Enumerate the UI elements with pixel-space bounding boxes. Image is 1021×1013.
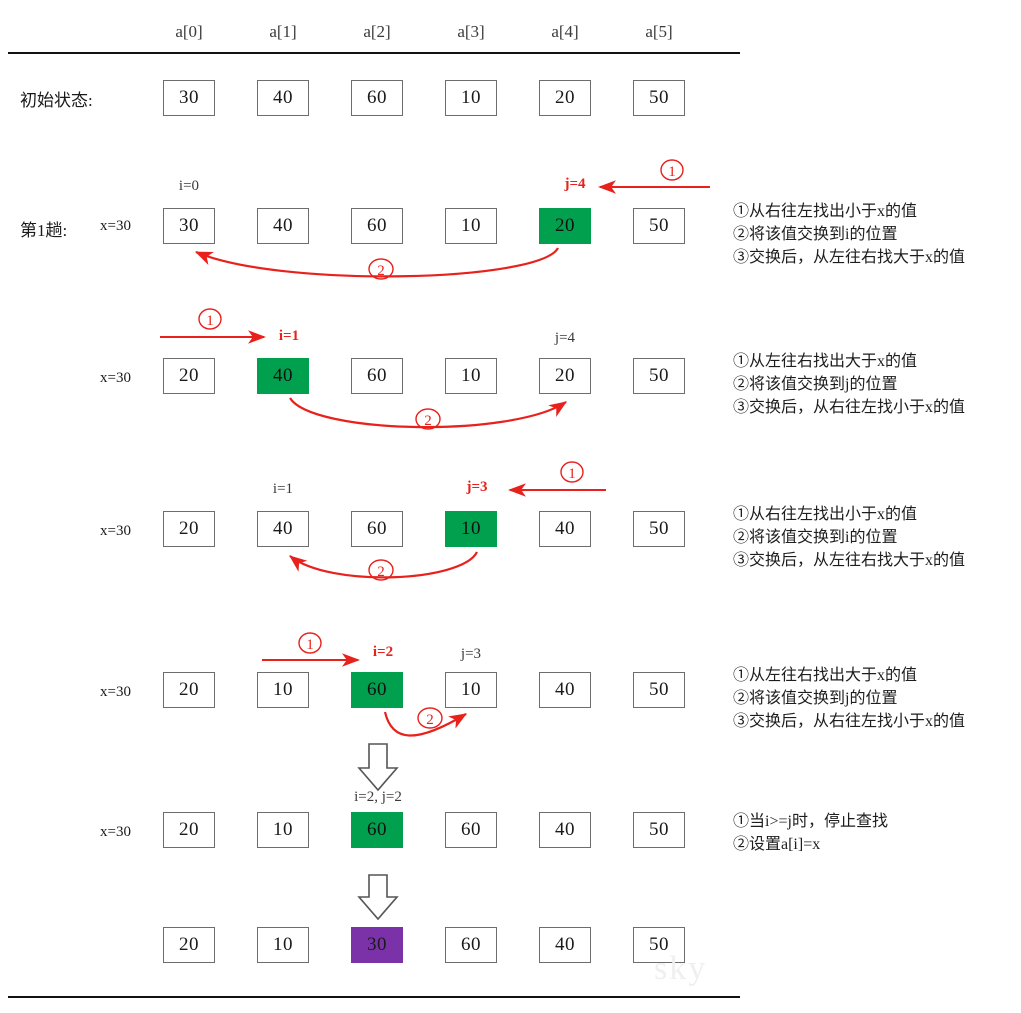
- cell-r6-c4: 40: [539, 927, 591, 963]
- column-header-a5: a[5]: [645, 22, 673, 41]
- column-header-a0: a[0]: [175, 22, 203, 41]
- cell-r3-c5: 50: [633, 511, 685, 547]
- arrow-row3-step1: 1: [508, 461, 606, 497]
- svg-text:1: 1: [206, 313, 214, 329]
- cell-r4-c3: 10: [445, 672, 497, 708]
- marker-i-r2: i=1: [278, 328, 300, 344]
- column-header-a3: a[3]: [457, 22, 485, 41]
- marker-i-r3: i=1: [272, 481, 294, 497]
- cell-r6-c0: 20: [163, 927, 215, 963]
- note-r5-line2: ②设置a[i]=x: [733, 836, 821, 853]
- down-arrow-step4-to-step5: [357, 743, 399, 792]
- cell-r3-c3-highlight: 10: [445, 511, 497, 547]
- cell-r0-c4: 20: [539, 80, 591, 116]
- cell-r5-c1: 10: [257, 812, 309, 848]
- svg-text:2: 2: [426, 712, 434, 728]
- cell-r3-c4: 40: [539, 511, 591, 547]
- arrow-row3-step2: 2: [289, 551, 478, 581]
- note-r3-line2: ②将该值交换到i的位置: [733, 529, 898, 546]
- cell-r0-c1: 40: [257, 80, 309, 116]
- cell-r5-c2-highlight: 60: [351, 812, 403, 848]
- cell-r3-c2: 60: [351, 511, 403, 547]
- note-r1-line3: ③交换后，从左往右找大于x的值: [733, 249, 966, 266]
- row-x-pass1-step1: x=30: [100, 218, 131, 234]
- down-arrow-step5-to-result: [357, 874, 399, 921]
- arrow-row4-step1: 1: [262, 632, 360, 667]
- cell-r6-c5: 50: [633, 927, 685, 963]
- row-x-pass1-step2: x=30: [100, 370, 131, 386]
- svg-text:2: 2: [424, 413, 432, 429]
- row-label-initial: 初始状态:: [20, 91, 93, 110]
- column-header-a4: a[4]: [551, 22, 579, 41]
- marker-i-r1: i=0: [178, 178, 200, 194]
- note-r4-line2: ②将该值交换到j的位置: [733, 690, 898, 707]
- cell-r1-c2: 60: [351, 208, 403, 244]
- arrow-row4-step2: 2: [383, 707, 467, 737]
- note-r4-line1: ①从左往右找出大于x的值: [733, 667, 918, 684]
- note-r5-line1: ①当i>=j时，停止查找: [733, 813, 888, 830]
- footer-divider-rule: [8, 996, 740, 998]
- cell-r4-c2-highlight: 60: [351, 672, 403, 708]
- svg-text:1: 1: [668, 164, 676, 180]
- marker-i-r4: i=2: [372, 644, 394, 660]
- cell-r1-c3: 10: [445, 208, 497, 244]
- cell-r1-c0: 30: [163, 208, 215, 244]
- svg-text:1: 1: [306, 637, 314, 653]
- row-x-pass1-step3: x=30: [100, 523, 131, 539]
- cell-r2-c0: 20: [163, 358, 215, 394]
- cell-r2-c5: 50: [633, 358, 685, 394]
- note-r2-line1: ①从左往右找出大于x的值: [733, 353, 918, 370]
- cell-r0-c2: 60: [351, 80, 403, 116]
- cell-r0-c3: 10: [445, 80, 497, 116]
- row-x-pass1-step5: x=30: [100, 824, 131, 840]
- cell-r6-c2-pivot: 30: [351, 927, 403, 963]
- note-r3-line3: ③交换后，从左往右找大于x的值: [733, 552, 966, 569]
- column-header-a1: a[1]: [269, 22, 297, 41]
- cell-r0-c0: 30: [163, 80, 215, 116]
- note-r2-line2: ②将该值交换到j的位置: [733, 376, 898, 393]
- cell-r3-c0: 20: [163, 511, 215, 547]
- marker-j-r4: j=3: [460, 646, 482, 662]
- cell-r5-c5: 50: [633, 812, 685, 848]
- marker-j-r1: j=4: [564, 176, 586, 192]
- note-r1-line1: ①从右往左找出小于x的值: [733, 203, 918, 220]
- watermark-text: sky: [654, 950, 708, 987]
- cell-r6-c3: 60: [445, 927, 497, 963]
- note-r2-line3: ③交换后，从右往左找小于x的值: [733, 399, 966, 416]
- marker-j-r3: j=3: [466, 479, 488, 495]
- cell-r2-c2: 60: [351, 358, 403, 394]
- cell-r0-c5: 50: [633, 80, 685, 116]
- note-r4-line3: ③交换后，从右往左找小于x的值: [733, 713, 966, 730]
- svg-text:2: 2: [377, 263, 385, 279]
- cell-r1-c4-highlight: 20: [539, 208, 591, 244]
- svg-text:2: 2: [377, 564, 385, 580]
- cell-r2-c1-highlight: 40: [257, 358, 309, 394]
- row-label-pass1: 第1趟:: [20, 221, 68, 240]
- note-r1-line2: ②将该值交换到i的位置: [733, 226, 898, 243]
- cell-r5-c0: 20: [163, 812, 215, 848]
- cell-r4-c1: 10: [257, 672, 309, 708]
- cell-r5-c3: 60: [445, 812, 497, 848]
- cell-r5-c4: 40: [539, 812, 591, 848]
- cell-r1-c1: 40: [257, 208, 309, 244]
- arrow-row2-step1: 1: [160, 308, 266, 344]
- cell-r1-c5: 50: [633, 208, 685, 244]
- arrow-row1-step2: 2: [194, 247, 559, 280]
- cell-r4-c4: 40: [539, 672, 591, 708]
- cell-r4-c0: 20: [163, 672, 215, 708]
- column-header-a2: a[2]: [363, 22, 391, 41]
- cell-r2-c4: 20: [539, 358, 591, 394]
- arrow-row2-step2: 2: [289, 397, 567, 430]
- marker-ij-r5: i=2, j=2: [354, 789, 402, 805]
- cell-r2-c3: 10: [445, 358, 497, 394]
- arrow-row1-step1: 1: [598, 159, 710, 194]
- header-divider-rule: [8, 52, 740, 54]
- cell-r4-c5: 50: [633, 672, 685, 708]
- marker-j-r2: j=4: [554, 330, 576, 346]
- svg-text:1: 1: [568, 466, 576, 482]
- cell-r3-c1: 40: [257, 511, 309, 547]
- note-r3-line1: ①从右往左找出小于x的值: [733, 506, 918, 523]
- cell-r6-c1: 10: [257, 927, 309, 963]
- row-x-pass1-step4: x=30: [100, 684, 131, 700]
